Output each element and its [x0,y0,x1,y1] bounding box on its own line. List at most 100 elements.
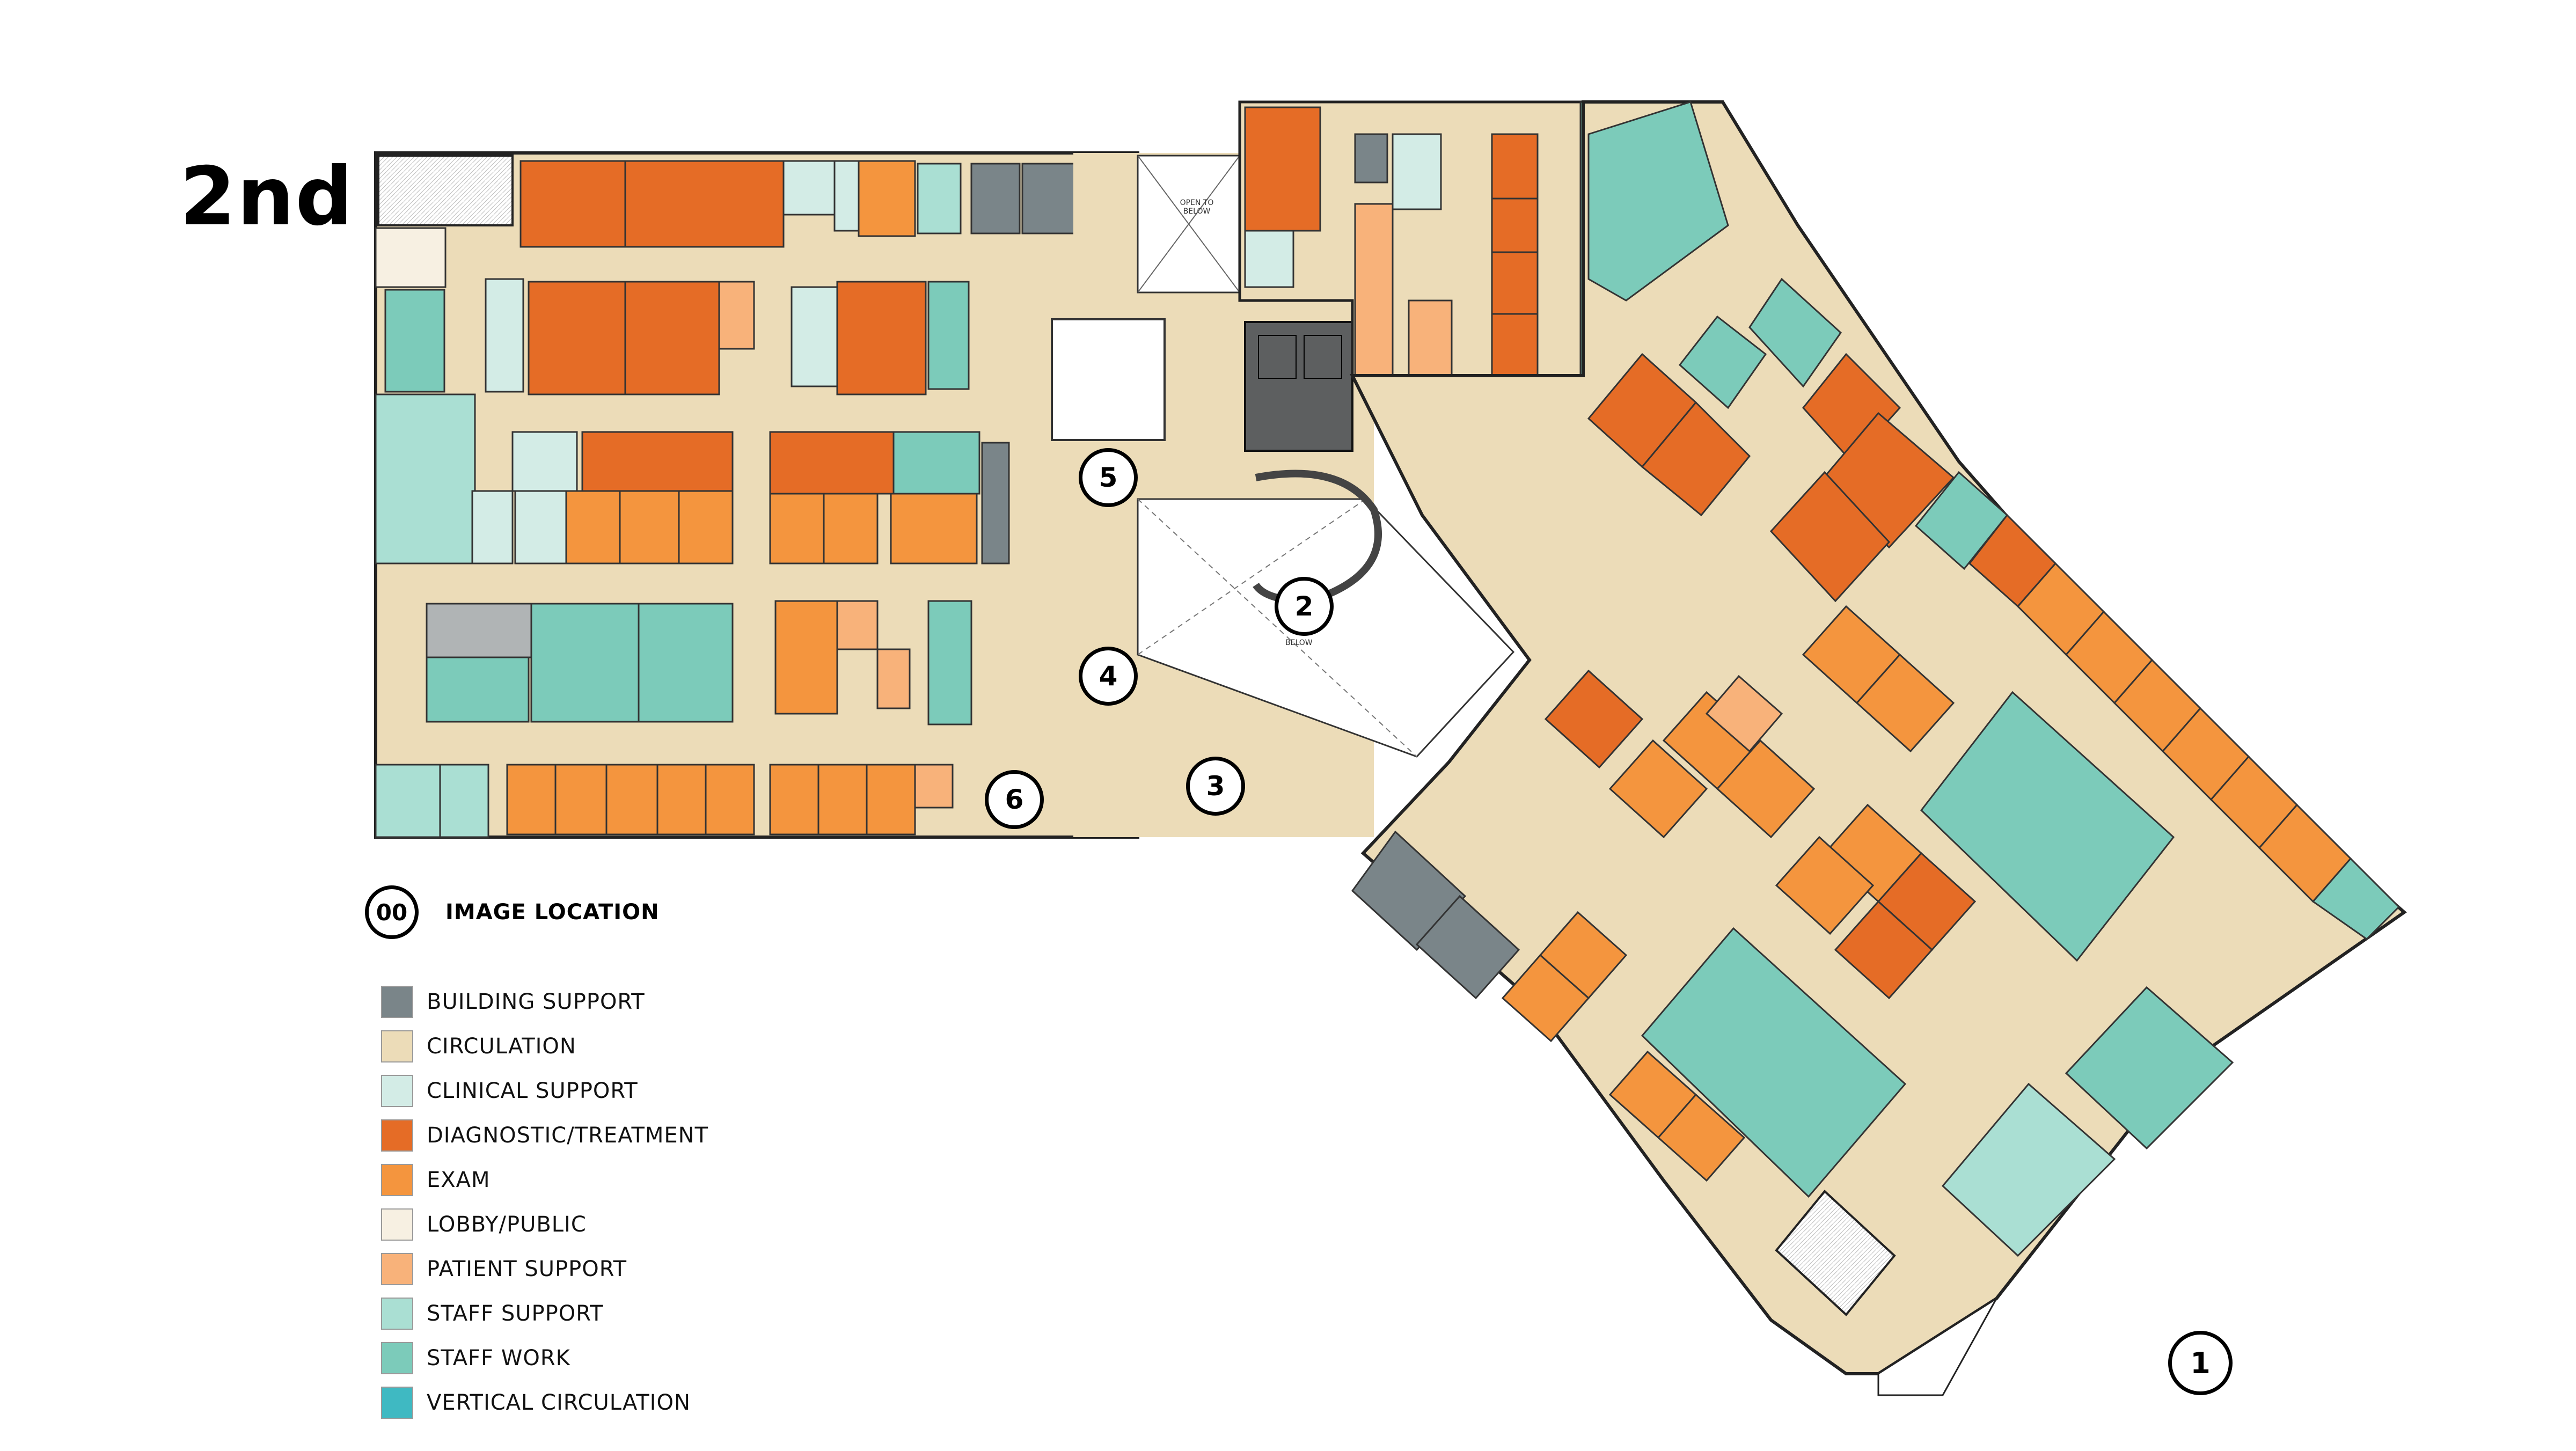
room [1775,836,1875,935]
room [638,603,734,723]
room [927,600,972,726]
room [823,493,879,565]
room [1351,830,1467,951]
legend-label: STAFF SUPPORT [427,1301,604,1326]
room [927,281,970,390]
legend-swatch [381,1030,413,1062]
room [1501,954,1590,1043]
room [1705,675,1783,753]
room [836,600,879,650]
legend-swatch [381,1208,413,1241]
floor-title: 2nd [180,150,354,244]
room [605,764,658,836]
room [2065,986,2234,1150]
room [528,281,626,395]
room [718,281,755,350]
legend-swatch [381,1163,413,1196]
marker-circle: 4 [1079,647,1138,706]
room [970,163,1021,234]
room [858,160,916,237]
room [1544,669,1644,769]
room [1748,277,1842,388]
room [1769,471,1891,603]
legend-item: BUILDING SUPPORT [381,979,708,1024]
image-location-marker-1: 1 [2168,1331,2233,1395]
legend-label: DIAGNOSTIC/TREATMENT [427,1123,709,1148]
room [1941,1082,2116,1257]
room [817,764,868,836]
legend-item: EXAM [381,1157,708,1202]
legend-swatch [381,1119,413,1152]
room [1244,230,1294,288]
room [782,160,836,216]
room [530,603,640,723]
elevator-car [1258,335,1297,379]
legend-item: CLINICAL SUPPORT [381,1068,708,1113]
below-label: BELOW [1285,639,1313,647]
room [439,764,489,838]
room [565,490,621,565]
room [624,281,720,395]
room [656,764,707,836]
legend-image-location-key: 00 IMAGE LOCATION [365,885,660,939]
stair-south [1775,1190,1896,1316]
room [554,764,608,836]
room [866,764,916,836]
marker-circle: 3 [1186,757,1245,816]
legend-category-list: BUILDING SUPPORT CIRCULATION CLINICAL SU… [381,979,708,1425]
room [375,227,447,288]
room [514,490,567,565]
legend-label: LOBBY/PUBLIC [427,1212,587,1237]
room [1678,315,1767,409]
room [892,431,980,495]
legend-swatch [381,1386,413,1419]
legend-swatch [381,1297,413,1330]
room [1716,739,1816,839]
legend-swatch [381,985,413,1018]
legend-label: PATIENT SUPPORT [427,1256,627,1281]
room [1855,653,1955,753]
room [519,160,626,248]
legend-item: PATIENT SUPPORT [381,1247,708,1291]
room [1244,106,1321,232]
room [876,648,911,709]
room [1920,691,2175,962]
legend-swatch [381,1342,413,1374]
room [1657,1093,1746,1182]
room [890,493,978,565]
marker-circle: 2 [1275,577,1334,636]
room [624,160,785,248]
legend-item: VERTICAL CIRCULATION [381,1380,708,1425]
room [471,490,514,565]
elevator-core [1244,321,1353,452]
legend-item: DIAGNOSTIC/TREATMENT [381,1113,708,1157]
legend-item: LOBBY/PUBLIC [381,1202,708,1247]
image-location-marker-6: 6 [985,770,1044,829]
room [426,603,532,658]
room [1491,313,1539,377]
room [1392,133,1442,210]
legend-item: CIRCULATION [381,1024,708,1068]
room [1354,203,1394,377]
room [769,764,819,836]
room [384,289,445,393]
atrium-void [1137,498,1515,758]
image-location-marker-4: 4 [1079,647,1138,706]
legend-swatch [381,1252,413,1285]
legend-swatch [381,1074,413,1107]
stair-northwest [377,155,514,226]
restroom-block [1051,318,1166,441]
room [836,281,927,395]
room [485,278,524,393]
marker-circle: 1 [2168,1331,2233,1395]
entry-canopy [1877,1298,1997,1396]
room [769,493,825,565]
legend-item: STAFF WORK [381,1336,708,1380]
marker-circle: 5 [1079,448,1138,507]
room [791,286,838,387]
room [914,764,954,809]
elevator-car [1304,335,1342,379]
room [375,764,441,838]
legend-label: STAFF WORK [427,1345,570,1371]
room [1641,927,1907,1198]
